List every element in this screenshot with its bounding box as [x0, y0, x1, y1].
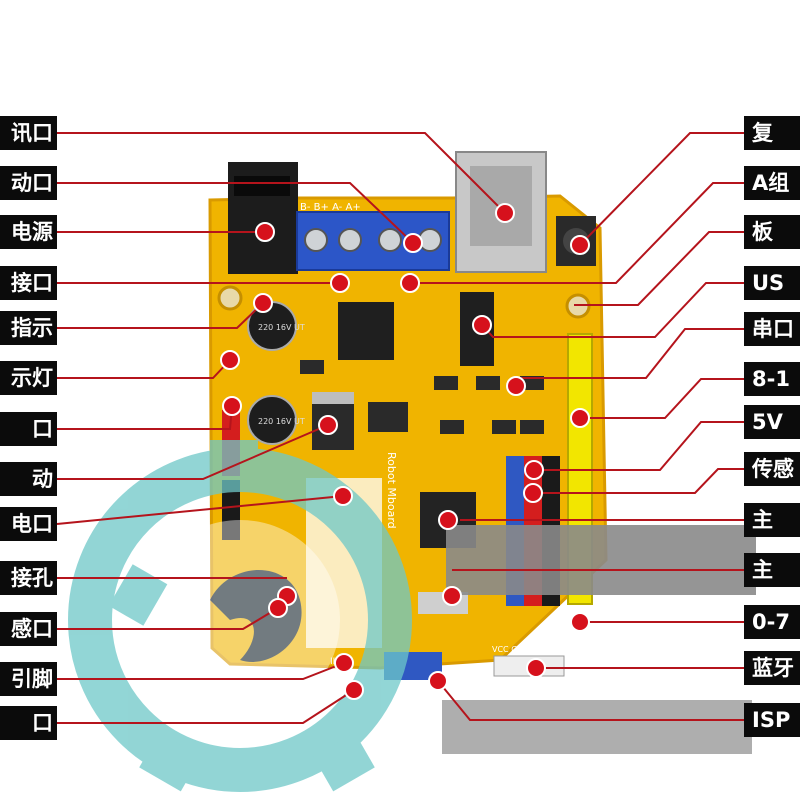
- right-label-pins-8: 8-1: [744, 362, 800, 396]
- left-label-sensor-port: 感口: [0, 612, 57, 646]
- left-label-drive: 动: [0, 462, 57, 496]
- left-label-drive-port: 动口: [0, 166, 57, 200]
- right-label-5v: 5V: [744, 405, 800, 439]
- right-label-main-2: 主: [744, 553, 800, 587]
- right-label-pins-0-7: 0-7: [744, 605, 800, 639]
- left-label-solder-holes: 接孔: [0, 561, 57, 595]
- right-label-serial: 串口: [744, 312, 800, 346]
- svg-text:220 16V UT: 220 16V UT: [258, 323, 305, 332]
- gear-watermark: [68, 440, 412, 792]
- silk-brand: Robot Mboard: [385, 452, 398, 529]
- mount-hole: [217, 285, 243, 311]
- left-label-pins: 引脚: [0, 662, 57, 696]
- svg-text:VCC GND TX RX: VCC GND TX RX: [492, 645, 557, 654]
- left-label-indicator-lamp: 示灯: [0, 361, 57, 395]
- svg-text:220 16V UT: 220 16V UT: [258, 417, 305, 426]
- callout-lines-right: [410, 132, 744, 721]
- right-label-main-1: 主: [744, 503, 800, 537]
- right-label-bluetooth: 蓝牙: [744, 651, 800, 685]
- right-label-sensor: 传感: [744, 452, 800, 486]
- left-label-interface: 接口: [0, 266, 57, 300]
- left-label-power-port: 电口: [0, 507, 57, 541]
- left-label-port-bottom: 口: [0, 706, 57, 740]
- overlay-block: [442, 700, 752, 754]
- right-label-group-a: A组: [744, 166, 800, 200]
- left-label-indicator: 指示: [0, 311, 57, 345]
- right-label-isp: ISP: [744, 703, 800, 737]
- callout-markers: [220, 203, 590, 700]
- capacitor: [247, 395, 297, 445]
- driver-chip: [338, 302, 394, 360]
- callout-lines-left: [56, 132, 506, 724]
- right-label-usb: US: [744, 266, 800, 300]
- right-label-board: 板: [744, 215, 800, 249]
- overlay-block: [446, 525, 756, 595]
- left-label-comm-port: 讯口: [0, 116, 57, 150]
- pin-header-black: [222, 480, 240, 540]
- regulator: [368, 402, 408, 432]
- right-label-reset: 复: [744, 116, 800, 150]
- left-label-port: 口: [0, 412, 57, 446]
- left-label-power: 电源: [0, 215, 57, 249]
- terminal-text: B- B+ A- A+: [300, 202, 361, 213]
